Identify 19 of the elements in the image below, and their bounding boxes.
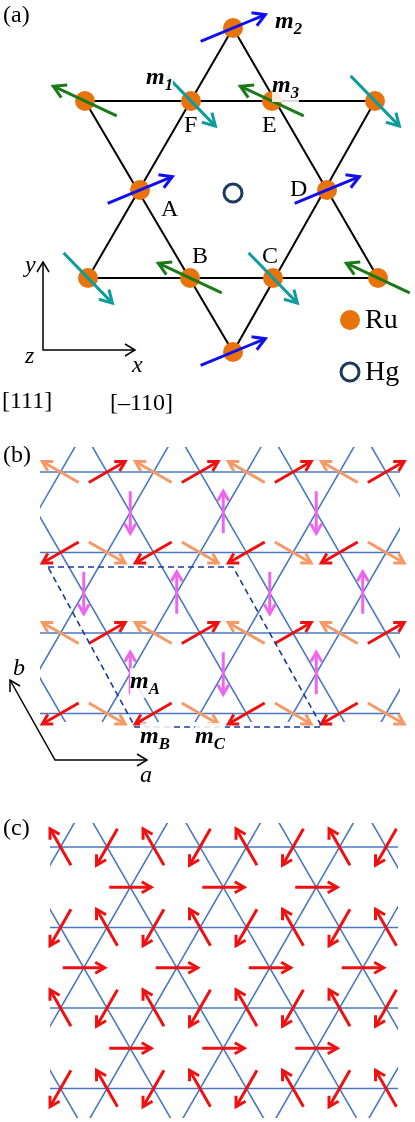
label-text: A bbox=[161, 196, 179, 220]
axis-label: x bbox=[132, 352, 143, 376]
axis-label: y bbox=[25, 252, 36, 276]
label-text: E bbox=[262, 112, 277, 136]
label-text: C bbox=[262, 243, 278, 267]
label-text: (b) bbox=[3, 442, 31, 466]
label-text: B bbox=[192, 243, 208, 267]
axis-label: b bbox=[13, 655, 25, 679]
label-text: [111] bbox=[2, 388, 53, 412]
label-text: D bbox=[290, 176, 308, 200]
axis-label: a bbox=[140, 762, 152, 786]
label-text: [–110] bbox=[110, 390, 174, 414]
axis-label: z bbox=[25, 343, 35, 367]
legend-label: Ru bbox=[365, 305, 398, 333]
label-text: (a) bbox=[3, 2, 30, 26]
moment-label: m$_{A}$ bbox=[130, 668, 160, 698]
label-text: (c) bbox=[3, 815, 30, 839]
legend-label: Hg bbox=[365, 357, 400, 385]
label-text: F bbox=[184, 112, 198, 136]
